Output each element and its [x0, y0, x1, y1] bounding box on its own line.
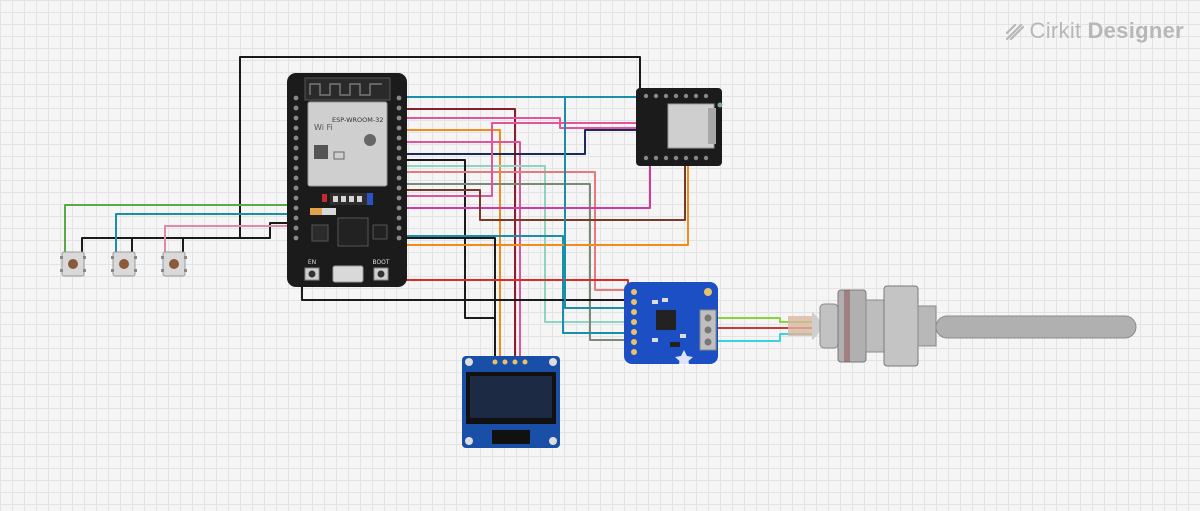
micro-usb-port [332, 265, 364, 283]
esp32-right-pins [396, 95, 402, 241]
push-button-3[interactable] [161, 251, 187, 277]
oled-pins [492, 359, 528, 365]
max31865-chip [656, 310, 676, 330]
rtd-temperature-probe[interactable] [788, 285, 1137, 367]
wire-teal-top[interactable] [400, 96, 641, 118]
usb-uart-chip [337, 217, 369, 247]
esp32-module-label: ESP-WROOM-32 [332, 116, 384, 124]
mini-controller-module[interactable] [636, 88, 723, 166]
esp32-devkit-board[interactable]: Wi Fi ESP-WROOM-32 EN BOOT [287, 73, 407, 287]
wire-pink2[interactable] [400, 141, 521, 362]
mini-module-antenna [708, 108, 716, 144]
push-button-1[interactable] [60, 251, 86, 277]
antenna-trace [309, 83, 382, 96]
en-label: EN [308, 259, 316, 266]
mini-module-pins [643, 93, 709, 161]
wire-teal-mid[interactable] [400, 235, 628, 334]
oled-display-module[interactable] [462, 356, 560, 448]
wire-blue-link[interactable] [564, 97, 628, 309]
wire-salmon[interactable] [400, 171, 628, 291]
adafruit-star-icon [675, 350, 693, 367]
wire-black-btn1[interactable] [81, 222, 298, 252]
bluetooth-icon [364, 134, 376, 146]
esp32-antenna [304, 77, 391, 101]
esp32-left-pins [293, 95, 299, 241]
wire-teal-btn[interactable] [115, 213, 298, 252]
wire-brown[interactable] [400, 130, 686, 221]
smd-white-part [322, 208, 336, 215]
oled-ribbon [492, 430, 530, 444]
wire-magenta[interactable] [400, 142, 651, 209]
boot-label: BOOT [372, 259, 389, 266]
led-blue [367, 193, 373, 205]
wire-pink3[interactable] [400, 122, 648, 197]
wire-orange-top[interactable] [400, 129, 501, 362]
push-button-2[interactable] [111, 251, 137, 277]
cirkit-designer-logo: Cirkit Designer [1004, 18, 1184, 44]
rtd-terminal-block [699, 309, 717, 351]
esp32-module-shield [307, 101, 388, 187]
wire-pink-btn[interactable] [164, 225, 298, 252]
voltage-regulator [311, 224, 329, 242]
wire-black-top[interactable] [239, 56, 641, 238]
capacitor-orange [310, 208, 322, 215]
wire-maroon[interactable] [400, 108, 516, 362]
cirkit-logo-icon [1005, 23, 1024, 41]
brand-name-bold: Designer [1087, 18, 1184, 43]
led-red [322, 194, 327, 202]
brand-name-light: Cirkit [1029, 18, 1082, 43]
wifi-logo: Wi Fi [314, 123, 333, 132]
wire-green-btn[interactable] [64, 204, 298, 252]
wire-gray[interactable] [400, 183, 628, 341]
rtd-board-pads-left [631, 289, 637, 355]
rtd-amplifier-board[interactable] [624, 282, 718, 367]
ce-mark-icon [333, 151, 345, 160]
qr-code-icon [314, 145, 328, 159]
probe-stem [935, 315, 1137, 339]
wire-black-oled[interactable] [400, 237, 496, 362]
usb-chip-2 [372, 224, 388, 240]
mini-module-chip [667, 103, 715, 149]
